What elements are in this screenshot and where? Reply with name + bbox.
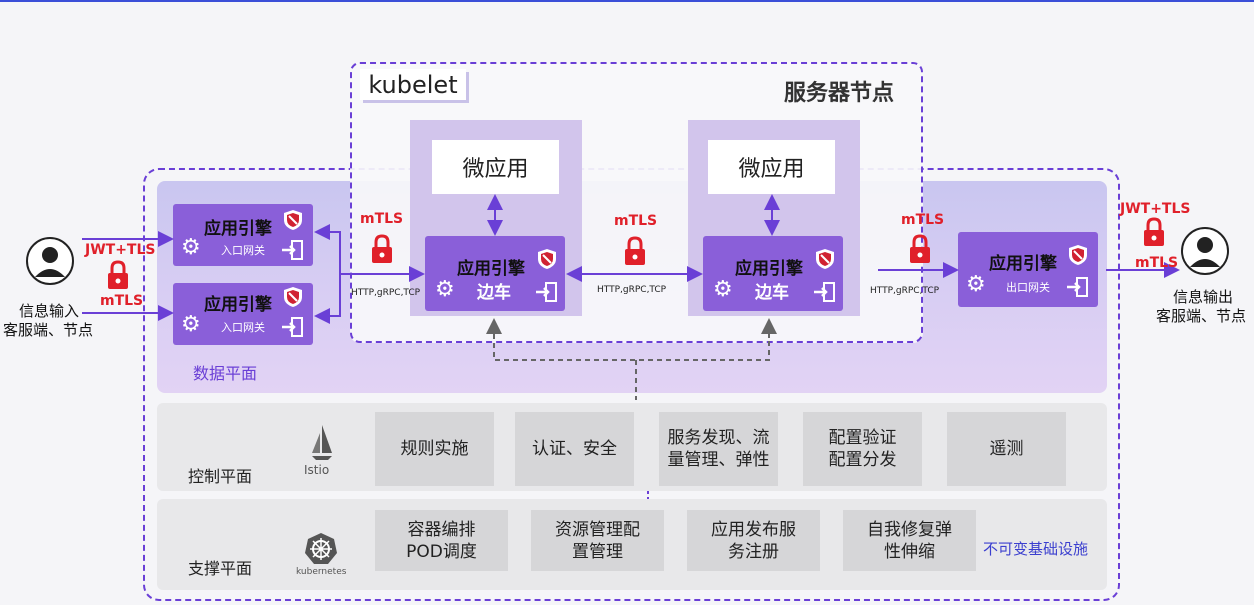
enter-icon bbox=[536, 282, 557, 302]
ingress-gateway: 应用引擎 入口网关 ⚙ bbox=[173, 283, 313, 345]
gear-icon: ⚙ bbox=[435, 277, 455, 302]
engine-title: 应用引擎 bbox=[457, 259, 525, 279]
protocol-label: HTTP,gRPC,TCP bbox=[870, 286, 940, 296]
support-plane-label: 支撑平面 bbox=[188, 559, 253, 578]
immutable-infra-note: 不可变基础设施 bbox=[983, 540, 1089, 558]
client-in-line1: 信息输入 bbox=[19, 302, 80, 320]
shield-icon bbox=[284, 210, 302, 230]
mtls-label: mTLS bbox=[360, 211, 404, 227]
gear-icon: ⚙ bbox=[181, 312, 201, 337]
enter-icon bbox=[282, 317, 303, 337]
sidecar-engine: 应用引擎 边车 ⚙ bbox=[425, 236, 565, 311]
gear-icon: ⚙ bbox=[713, 277, 733, 302]
lock-icon bbox=[625, 236, 645, 265]
lock-icon bbox=[108, 260, 128, 289]
shield-icon bbox=[1069, 245, 1087, 265]
mtls-label: mTLS bbox=[1135, 255, 1179, 271]
client-in-line2: 客服端、节点 bbox=[3, 321, 94, 339]
enter-icon bbox=[282, 240, 303, 260]
control-item: 规则实施 bbox=[375, 412, 494, 486]
gear-icon: ⚙ bbox=[181, 235, 201, 260]
user-icon bbox=[26, 237, 74, 285]
control-item: 配置验证配置分发 bbox=[803, 412, 922, 486]
control-item: 认证、安全 bbox=[515, 412, 634, 486]
server-node-title: 服务器节点 bbox=[784, 81, 895, 106]
lock-icon bbox=[1144, 217, 1164, 246]
lock-icon bbox=[910, 234, 930, 263]
ingress-gateway: 应用引擎 入口网关 ⚙ bbox=[173, 204, 313, 266]
enter-icon bbox=[1067, 277, 1088, 297]
user-icon bbox=[1181, 227, 1229, 275]
lock-icon bbox=[372, 234, 392, 263]
gateway-label: 出口网关 bbox=[1006, 281, 1050, 294]
micro-app: 微应用 bbox=[708, 140, 835, 194]
client-out-line1: 信息输出 bbox=[1173, 288, 1234, 306]
control-item: 服务发现、流量管理、弹性 bbox=[659, 412, 778, 486]
shield-icon bbox=[538, 249, 556, 269]
gear-icon: ⚙ bbox=[966, 272, 986, 297]
gateway-label: 入口网关 bbox=[221, 321, 265, 334]
mtls-label: mTLS bbox=[100, 293, 144, 309]
engine-title: 应用引擎 bbox=[204, 219, 272, 239]
istio-sail-icon bbox=[312, 425, 332, 460]
protocol-label: HTTP,gRPC,TCP bbox=[597, 285, 667, 295]
data-plane-label: 数据平面 bbox=[193, 364, 258, 383]
micro-app: 微应用 bbox=[432, 140, 559, 194]
client-out-line2: 客服端、节点 bbox=[1156, 307, 1247, 325]
enter-icon bbox=[814, 282, 835, 302]
sidecar-label: 边车 bbox=[477, 283, 511, 303]
sidecar-engine: 应用引擎 边车 ⚙ bbox=[703, 236, 843, 311]
control-item: 遥测 bbox=[947, 412, 1066, 486]
support-item: 自我修复弹性伸缩 bbox=[843, 510, 976, 571]
mtls-label: mTLS bbox=[901, 212, 945, 228]
support-item: 资源管理配置管理 bbox=[531, 510, 664, 571]
gateway-label: 入口网关 bbox=[221, 244, 265, 257]
engine-title: 应用引擎 bbox=[989, 254, 1057, 274]
jwt-tls-label: JWT+TLS bbox=[85, 242, 156, 258]
jwt-tls-label: JWT+TLS bbox=[1120, 201, 1191, 217]
kubernetes-logo-text: kubernetes bbox=[296, 567, 347, 577]
mtls-label: mTLS bbox=[614, 213, 658, 229]
shield-icon bbox=[284, 287, 302, 307]
kubelet-label: kubelet bbox=[360, 69, 466, 100]
istio-logo-text: Istio bbox=[304, 463, 330, 477]
sidecar-label: 边车 bbox=[755, 283, 789, 303]
support-item: 应用发布服务注册 bbox=[687, 510, 820, 571]
top-border bbox=[0, 0, 1254, 2]
egress-gateway: 应用引擎 出口网关 ⚙ bbox=[958, 232, 1098, 307]
shield-icon bbox=[816, 249, 834, 269]
support-item: 容器编排POD调度 bbox=[375, 510, 508, 571]
engine-title: 应用引擎 bbox=[204, 295, 272, 315]
engine-title: 应用引擎 bbox=[735, 259, 803, 279]
control-plane-label: 控制平面 bbox=[188, 467, 253, 486]
protocol-label: HTTP,gRPC,TCP bbox=[351, 288, 421, 298]
kubernetes-helm-icon bbox=[305, 533, 337, 564]
